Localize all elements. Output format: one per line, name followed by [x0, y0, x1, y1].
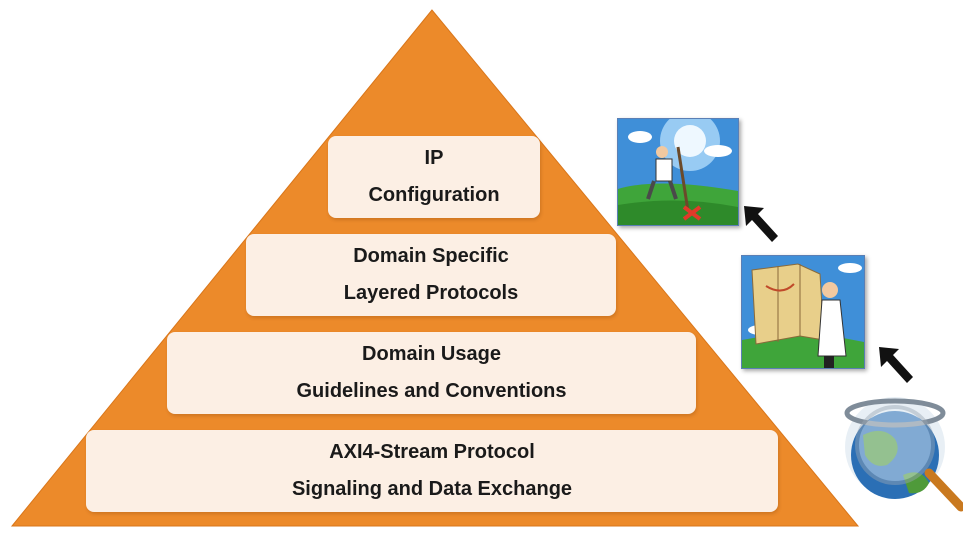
tier-line-1: IP: [424, 147, 444, 169]
tier-line-1: Domain Specific: [353, 245, 509, 267]
tier-line-2: Configuration: [368, 184, 500, 206]
tier-line-2: Signaling and Data Exchange: [291, 478, 573, 500]
tier-line-1: Domain Usage: [362, 343, 501, 365]
tier-domain-specific: Domain Specific Layered Protocols: [246, 234, 616, 316]
tier-ip-configuration: IP Configuration: [328, 136, 540, 218]
tier-domain-usage: Domain Usage Guidelines and Conventions: [167, 332, 696, 414]
tier-line-2: Guidelines and Conventions: [296, 380, 567, 402]
tier-line-1: AXI4-Stream Protocol: [329, 441, 535, 463]
arrow-up-left-icon: [879, 347, 913, 383]
explorer-with-shovel-icon: [617, 118, 739, 226]
arrow-up-left-icon: [744, 206, 778, 242]
globe-magnifier-icon: [843, 395, 963, 531]
person-reading-map-icon: [741, 255, 865, 369]
tier-line-2: Layered Protocols: [343, 282, 519, 304]
tier-axi4-stream: AXI4-Stream Protocol Signaling and Data …: [86, 430, 778, 512]
